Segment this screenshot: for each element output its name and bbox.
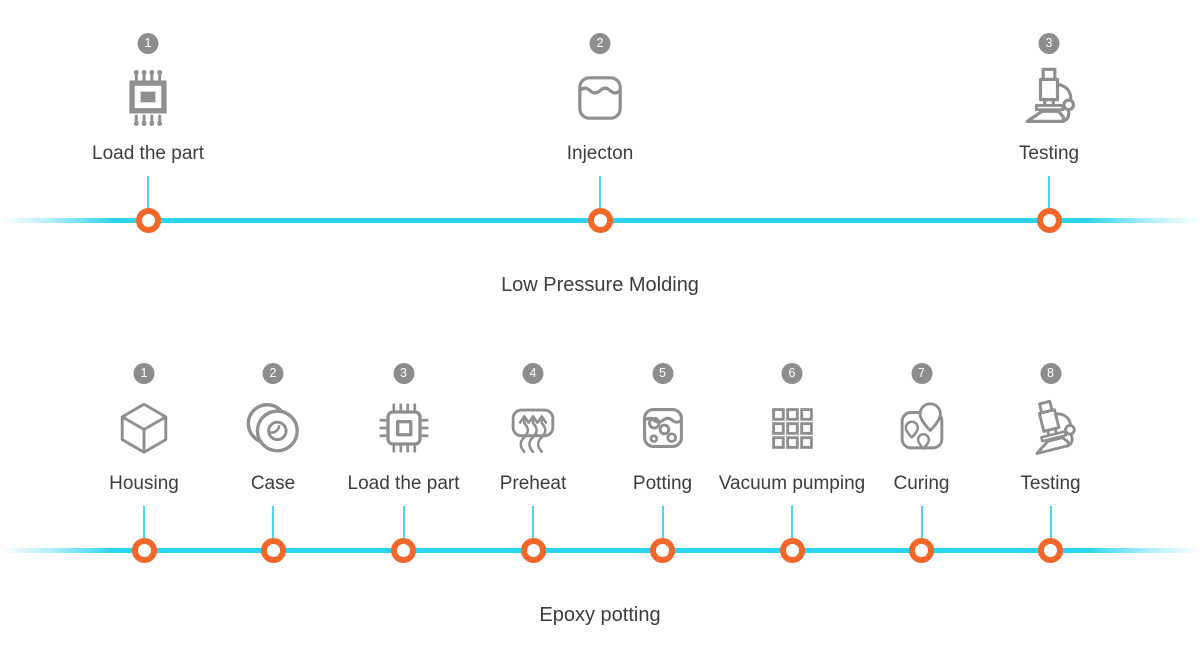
connector-line bbox=[791, 506, 793, 538]
step-number-badge: 3 bbox=[393, 363, 414, 384]
timeline-node bbox=[909, 538, 934, 563]
step-number-badge: 8 bbox=[1040, 363, 1061, 384]
timeline-node bbox=[1038, 538, 1063, 563]
step-number-badge: 5 bbox=[652, 363, 673, 384]
timeline-node bbox=[391, 538, 416, 563]
step-number-badge: 4 bbox=[522, 363, 544, 384]
liquid-container-icon bbox=[510, 60, 690, 136]
timeline-node bbox=[1036, 208, 1062, 233]
connector-line bbox=[661, 506, 664, 538]
timeline-title: Epoxy potting bbox=[539, 604, 661, 626]
connector-line bbox=[599, 176, 601, 208]
timeline-node bbox=[587, 208, 613, 233]
step-number-badge: 1 bbox=[133, 363, 155, 384]
timeline-node bbox=[650, 538, 675, 563]
microscope-icon bbox=[959, 60, 1139, 136]
step-number-badge: 2 bbox=[262, 363, 284, 384]
timeline-node bbox=[131, 538, 157, 563]
connector-line bbox=[402, 506, 405, 538]
step-number-badge: 3 bbox=[1038, 33, 1060, 54]
map-pins-icon bbox=[832, 390, 1012, 466]
timeline-title: Low Pressure Molding bbox=[501, 274, 699, 296]
step-number-badge: 7 bbox=[911, 363, 932, 384]
connector-line bbox=[1049, 506, 1052, 538]
chip-outline-icon bbox=[314, 390, 494, 466]
step-label: Preheat bbox=[499, 473, 567, 494]
step-label: Potting bbox=[632, 473, 693, 494]
connector-line bbox=[147, 176, 149, 208]
step-label: Vacuum pumping bbox=[718, 473, 866, 494]
step-label: Testing bbox=[1020, 473, 1081, 494]
step-number-badge: 6 bbox=[781, 363, 803, 384]
step-label: Injecton bbox=[566, 143, 634, 164]
heat-arrows-icon bbox=[443, 390, 623, 466]
step-label: Testing bbox=[1018, 143, 1080, 164]
connector-line bbox=[920, 506, 923, 538]
step-label: Curing bbox=[893, 473, 950, 494]
chip-filled-icon bbox=[58, 60, 238, 136]
connector-line bbox=[143, 506, 145, 538]
connector-line bbox=[1048, 176, 1050, 208]
washer-case-icon bbox=[183, 390, 363, 466]
step-label: Case bbox=[250, 473, 296, 494]
step-label: Load the part bbox=[92, 143, 204, 164]
timeline-rail bbox=[0, 548, 1200, 553]
cube-icon bbox=[54, 390, 234, 466]
step-label: Housing bbox=[109, 473, 179, 494]
step-label: Load the part bbox=[347, 473, 460, 494]
grid-squares-icon bbox=[702, 390, 882, 466]
microscope-tilted-icon bbox=[961, 390, 1141, 466]
timeline-node bbox=[520, 538, 546, 563]
timeline-node bbox=[260, 538, 286, 563]
connector-line bbox=[272, 506, 274, 538]
connector-line bbox=[532, 506, 534, 538]
step-number-badge: 1 bbox=[137, 33, 159, 54]
timeline-node bbox=[135, 208, 161, 233]
step-number-badge: 2 bbox=[589, 33, 611, 54]
potting-bubbles-icon bbox=[573, 390, 753, 466]
timeline-node bbox=[779, 538, 805, 563]
